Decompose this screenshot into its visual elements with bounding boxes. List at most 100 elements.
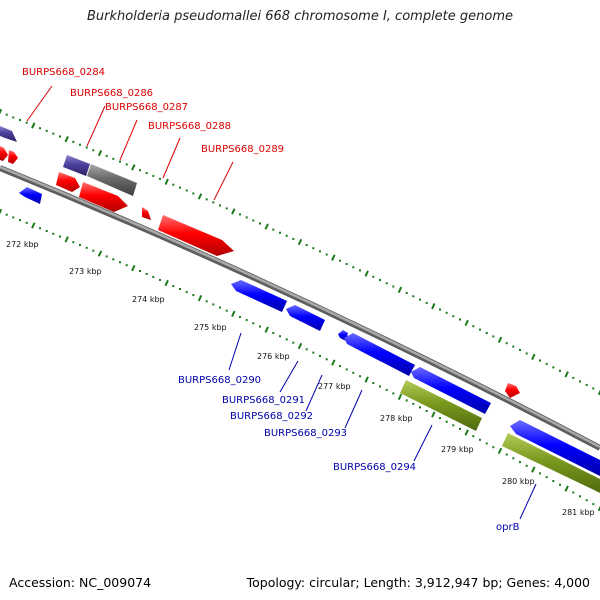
outer-ring-minor-tick: [459, 318, 461, 321]
gene-feature-purple[interactable]: [0, 126, 17, 142]
inner-ring-minor-tick: [85, 246, 88, 249]
gene-feature-red[interactable]: [79, 182, 128, 212]
forward-gene-0284[interactable]: [0, 126, 17, 142]
outer-ring-major-tick: [331, 254, 336, 261]
outer-ring-minor-tick: [105, 154, 108, 157]
outer-ring-minor-tick: [445, 311, 448, 314]
outer-ring-minor-tick: [285, 234, 288, 237]
outer-ring-minor-tick: [552, 366, 555, 369]
gene-label[interactable]: BURPS668_0289: [201, 144, 284, 155]
gene-feature-green[interactable]: [502, 433, 600, 493]
reverse-gene-oprB[interactable]: [502, 433, 600, 493]
outer-ring-minor-tick: [252, 219, 255, 222]
inner-ring-minor-tick: [205, 300, 208, 303]
outer-ring-minor-tick: [319, 250, 321, 253]
inner-ring-minor-tick: [539, 472, 541, 475]
outer-ring-minor-tick: [185, 189, 188, 192]
outer-ring-major-tick: [231, 208, 236, 215]
outer-ring-minor-tick: [292, 237, 295, 240]
outer-ring-minor-tick: [392, 285, 395, 288]
inner-ring-minor-tick: [139, 270, 141, 272]
gene-feature-purple[interactable]: [63, 155, 90, 176]
outer-ring-minor-tick: [372, 275, 375, 278]
gene-label[interactable]: BURPS668_0292: [230, 411, 313, 422]
outer-ring-minor-tick: [25, 121, 28, 124]
outer-ring-minor-tick: [345, 263, 348, 265]
inner-ring-minor-tick: [285, 338, 288, 341]
gene-feature-red[interactable]: [158, 215, 234, 256]
inner-ring-minor-tick: [25, 221, 28, 224]
gene-label[interactable]: BURPS668_0288: [148, 121, 231, 132]
outer-ring-minor-tick: [512, 345, 515, 348]
gene-feature-blue[interactable]: [286, 305, 325, 331]
inner-ring-major-tick: [97, 250, 103, 257]
outer-ring-minor-tick: [279, 231, 281, 234]
gene-feature-red[interactable]: [8, 150, 18, 164]
outer-tick-ring: [0, 108, 600, 396]
outer-ring-minor-tick: [172, 183, 175, 186]
outer-ring-minor-tick: [472, 325, 475, 328]
forward-gene-0289[interactable]: [158, 215, 234, 256]
gene-feature-green[interactable]: [400, 380, 482, 431]
gene-label[interactable]: BURPS668_0291: [222, 395, 305, 406]
gene-label[interactable]: BURPS668_0284: [22, 67, 105, 78]
forward-gene-0288[interactable]: [79, 182, 128, 212]
inner-ring-major-tick: [164, 279, 169, 287]
inner-ring-minor-tick: [19, 219, 21, 222]
scale-label: 277 kbp: [318, 382, 351, 391]
gene-feature-blue[interactable]: [344, 333, 415, 376]
inner-ring-minor-tick: [179, 288, 181, 290]
forward-gene-0286[interactable]: [63, 155, 90, 176]
gene-label[interactable]: oprB: [496, 522, 520, 533]
gene-feature-blue[interactable]: [510, 420, 600, 476]
gene-feature-red[interactable]: [505, 383, 520, 398]
gene-label[interactable]: BURPS668_0294: [333, 462, 416, 473]
outer-ring-major-tick: [597, 388, 600, 396]
map-title: Burkholderia pseudomallei 668 chromosome…: [86, 9, 514, 24]
outer-ring-minor-tick: [119, 160, 121, 163]
inner-ring-minor-tick: [525, 464, 528, 467]
reverse-gene-0291[interactable]: [286, 305, 325, 331]
inner-ring-minor-tick: [219, 306, 221, 309]
outer-ring-minor-tick: [19, 119, 21, 121]
outer-ring-minor-tick: [239, 213, 241, 216]
inner-ring-minor-tick: [519, 461, 521, 464]
gene-feature-blue[interactable]: [411, 367, 491, 414]
reverse-gene-0294[interactable]: [400, 380, 482, 431]
outer-ring-major-tick: [497, 336, 503, 343]
inner-ring-minor-tick: [152, 276, 155, 278]
scale-label: 272 kbp: [6, 240, 39, 249]
gene-feature-gray[interactable]: [87, 164, 137, 196]
outer-ring-minor-tick: [79, 143, 81, 146]
outer-ring-major-tick: [431, 303, 436, 310]
outer-ring-minor-tick: [325, 253, 328, 256]
outer-ring-minor-tick: [419, 298, 421, 301]
outer-ring-minor-tick: [259, 222, 261, 225]
scale-label: 276 kbp: [257, 352, 290, 361]
inner-ring-major-tick: [497, 447, 503, 455]
inner-ring-minor-tick: [272, 332, 275, 334]
gene-label[interactable]: BURPS668_0286: [70, 88, 153, 99]
outer-ring-major-tick: [297, 238, 303, 246]
gene-feature-red[interactable]: [56, 172, 80, 192]
inner-ring-minor-tick: [352, 371, 355, 374]
gene-feature-blue[interactable]: [19, 187, 42, 204]
inner-ring-minor-tick: [412, 402, 415, 405]
reverse-gene-0290[interactable]: [231, 280, 287, 312]
gene-label[interactable]: BURPS668_0293: [264, 428, 347, 439]
gene-feature-red[interactable]: [0, 146, 8, 161]
reverse-gene-0293[interactable]: [344, 333, 415, 376]
forward-gene-0287[interactable]: [87, 164, 137, 196]
outer-ring-minor-tick: [179, 186, 181, 189]
gene-feature-red[interactable]: [142, 207, 151, 220]
inner-ring-major-tick: [564, 485, 569, 492]
gene-label[interactable]: BURPS668_0290: [178, 375, 261, 386]
outer-ring-major-tick: [31, 122, 36, 129]
genome-summary-text: Topology: circular; Length: 3,912,947 bp…: [246, 575, 590, 590]
gene-label[interactable]: BURPS668_0287: [105, 102, 188, 113]
gene-feature-blue[interactable]: [231, 280, 287, 312]
inner-ring-minor-tick: [459, 427, 461, 430]
inner-ring-minor-tick: [505, 453, 508, 456]
inner-ring-major-tick: [531, 466, 536, 473]
outer-ring-minor-tick: [572, 376, 575, 379]
